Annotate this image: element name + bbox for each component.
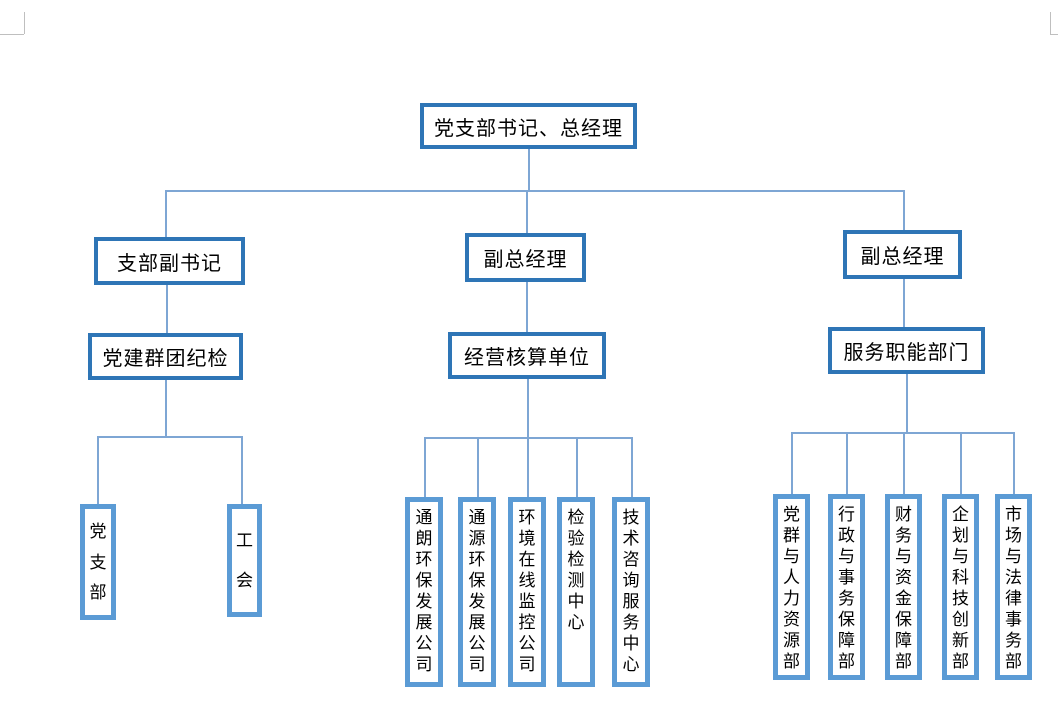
org-box-unit[interactable]: 财务与资金保障部 [885,494,922,680]
org-box-unit[interactable]: 工会 [227,504,262,617]
connector-unit-drop [576,437,578,497]
connector-drop-branch3 [903,190,905,230]
org-box-division-1-label: 党建群团纪检 [102,348,229,370]
org-box-unit[interactable]: 市场与法律事务部 [995,494,1032,680]
page-corner-mark-topright-v [1050,12,1051,34]
org-box-unit-label: 环境在线监控公司 [518,508,536,674]
connector-root-drop [528,149,530,190]
connector-division2-stem [527,379,529,437]
page-corner-mark-topleft-v [24,12,25,34]
connector-manager2-division2 [526,282,528,332]
org-box-unit-label: 检验检测中心 [567,508,585,632]
org-box-unit[interactable]: 行政与事务保障部 [828,494,865,680]
org-box-manager-3-label: 副总经理 [860,246,945,268]
connector-division3-stem [906,374,908,432]
connector-unit-drop [97,436,99,504]
connector-unit-drop [241,436,243,504]
org-box-unit[interactable]: 党支部 [80,504,116,620]
org-box-division-2-label: 经营核算单位 [464,347,590,369]
org-box-unit-label: 通朗环保发展公司 [415,508,433,674]
org-box-unit-label: 工会 [236,531,253,590]
org-box-unit-label: 技术咨询服务中心 [622,508,640,674]
org-box-unit-label: 通源环保发展公司 [468,508,486,674]
page-corner-mark-topright-h [1050,34,1058,35]
org-box-manager-1[interactable]: 支部副书记 [94,237,245,285]
connector-manager3-division3 [903,279,905,327]
connector-division1-horizontal [97,436,242,438]
org-box-unit[interactable]: 技术咨询服务中心 [612,497,650,687]
connector-unit-drop [960,432,962,494]
connector-main-horizontal [165,190,904,192]
org-box-manager-2[interactable]: 副总经理 [465,233,586,282]
connector-unit-drop [631,437,633,497]
connector-unit-drop [424,437,426,497]
connector-division1-stem [165,380,167,436]
org-box-manager-3[interactable]: 副总经理 [843,230,962,279]
org-box-manager-2-label: 副总经理 [483,249,568,271]
org-box-unit[interactable]: 党群与人力资源部 [773,494,810,680]
connector-unit-drop [791,432,793,494]
connector-division3-horizontal [791,432,1014,434]
org-box-root[interactable]: 党支部书记、总经理 [420,103,637,149]
org-box-unit[interactable]: 环境在线监控公司 [508,497,546,687]
org-box-unit[interactable]: 企划与科技创新部 [942,494,979,680]
org-box-unit-label: 党群与人力资源部 [783,505,800,671]
org-box-unit[interactable]: 通朗环保发展公司 [405,497,443,687]
org-box-division-1[interactable]: 党建群团纪检 [88,333,243,380]
connector-unit-drop [1013,432,1015,494]
connector-drop-branch1 [165,190,167,237]
connector-manager1-division1 [166,285,168,333]
connector-drop-branch2 [526,190,528,233]
org-box-unit[interactable]: 通源环保发展公司 [458,497,496,687]
org-box-division-3[interactable]: 服务职能部门 [828,327,985,374]
org-box-unit-label: 财务与资金保障部 [895,505,912,671]
org-box-division-2[interactable]: 经营核算单位 [448,332,606,379]
connector-unit-drop [527,437,529,497]
connector-unit-drop [846,432,848,494]
org-box-unit-label: 行政与事务保障部 [838,505,855,671]
connector-unit-drop [477,437,479,497]
org-box-unit-label: 党支部 [89,521,107,603]
org-box-division-3-label: 服务职能部门 [843,342,970,364]
org-box-manager-1-label: 支部副书记 [117,252,222,275]
connector-unit-drop [903,432,905,494]
org-box-unit[interactable]: 检验检测中心 [557,497,595,687]
org-box-unit-label: 市场与法律事务部 [1005,505,1022,671]
org-box-unit-label: 企划与科技创新部 [952,505,969,671]
page-corner-mark-topleft-h [0,34,24,35]
org-box-root-label: 党支部书记、总经理 [434,117,623,140]
